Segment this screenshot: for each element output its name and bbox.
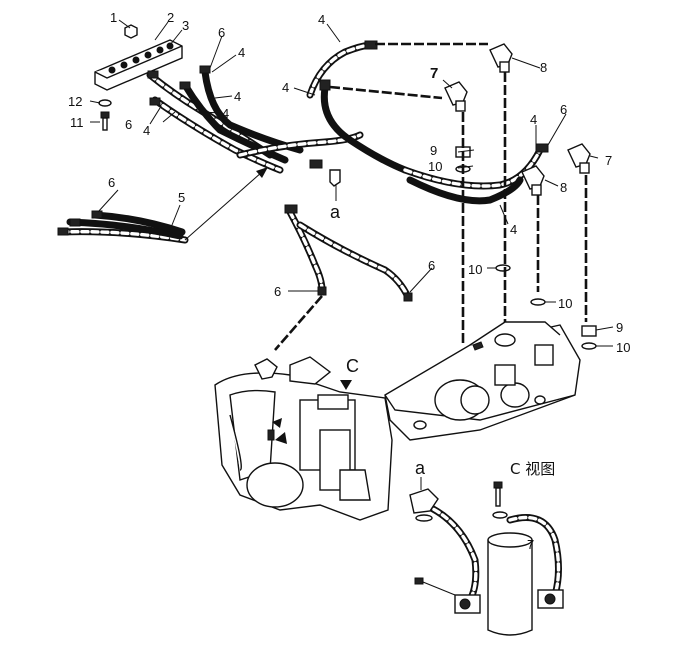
label-7: 7 bbox=[605, 153, 612, 168]
connection-lines bbox=[274, 42, 588, 351]
fittings bbox=[57, 40, 549, 302]
c-view-title: C 视图 bbox=[510, 460, 555, 478]
bolt-and-washer bbox=[98, 99, 112, 131]
label-6: 6 bbox=[428, 258, 435, 273]
transmission-housing bbox=[214, 356, 393, 521]
label-11: 11 bbox=[70, 115, 84, 130]
c-view-detail bbox=[409, 481, 564, 636]
label-6: 6 bbox=[218, 25, 225, 40]
label-8: 8 bbox=[560, 180, 567, 195]
label-a: a bbox=[415, 458, 426, 478]
label-8: 8 bbox=[540, 60, 547, 75]
valve-housing bbox=[384, 321, 581, 441]
label-4: 4 bbox=[234, 89, 241, 104]
manifold-block bbox=[94, 24, 183, 91]
label-6: 6 bbox=[274, 284, 281, 299]
label-9: 9 bbox=[430, 143, 437, 158]
label-10: 10 bbox=[428, 159, 442, 174]
label-4: 4 bbox=[318, 12, 325, 27]
label-12: 12 bbox=[68, 94, 82, 109]
label-4: 4 bbox=[222, 106, 229, 121]
label-4: 4 bbox=[510, 222, 517, 237]
hose-group bbox=[58, 41, 544, 301]
label-7: 7 bbox=[430, 65, 438, 82]
label-5: 5 bbox=[178, 190, 185, 205]
label-9: 9 bbox=[616, 320, 623, 335]
label-4: 4 bbox=[143, 123, 150, 138]
label-7: 7 bbox=[527, 537, 534, 552]
label-c: C bbox=[346, 356, 359, 376]
label-1: 1 bbox=[110, 10, 117, 25]
callout-labels: 1 2 3 6 4 4 4 6 4 12 11 4 4 7 8 9 10 4 6… bbox=[68, 10, 630, 552]
label-3: 3 bbox=[182, 18, 189, 33]
label-6: 6 bbox=[125, 117, 132, 132]
leader-lines bbox=[89, 19, 614, 490]
label-4: 4 bbox=[282, 80, 289, 95]
label-4: 4 bbox=[238, 45, 245, 60]
label-4: 4 bbox=[530, 112, 537, 127]
label-a: a bbox=[330, 202, 341, 222]
label-10: 10 bbox=[468, 262, 482, 277]
elbow-fittings bbox=[444, 43, 597, 350]
label-6: 6 bbox=[560, 102, 567, 117]
label-6: 6 bbox=[108, 175, 115, 190]
label-10: 10 bbox=[616, 340, 630, 355]
label-2: 2 bbox=[167, 10, 174, 25]
label-10: 10 bbox=[558, 296, 572, 311]
